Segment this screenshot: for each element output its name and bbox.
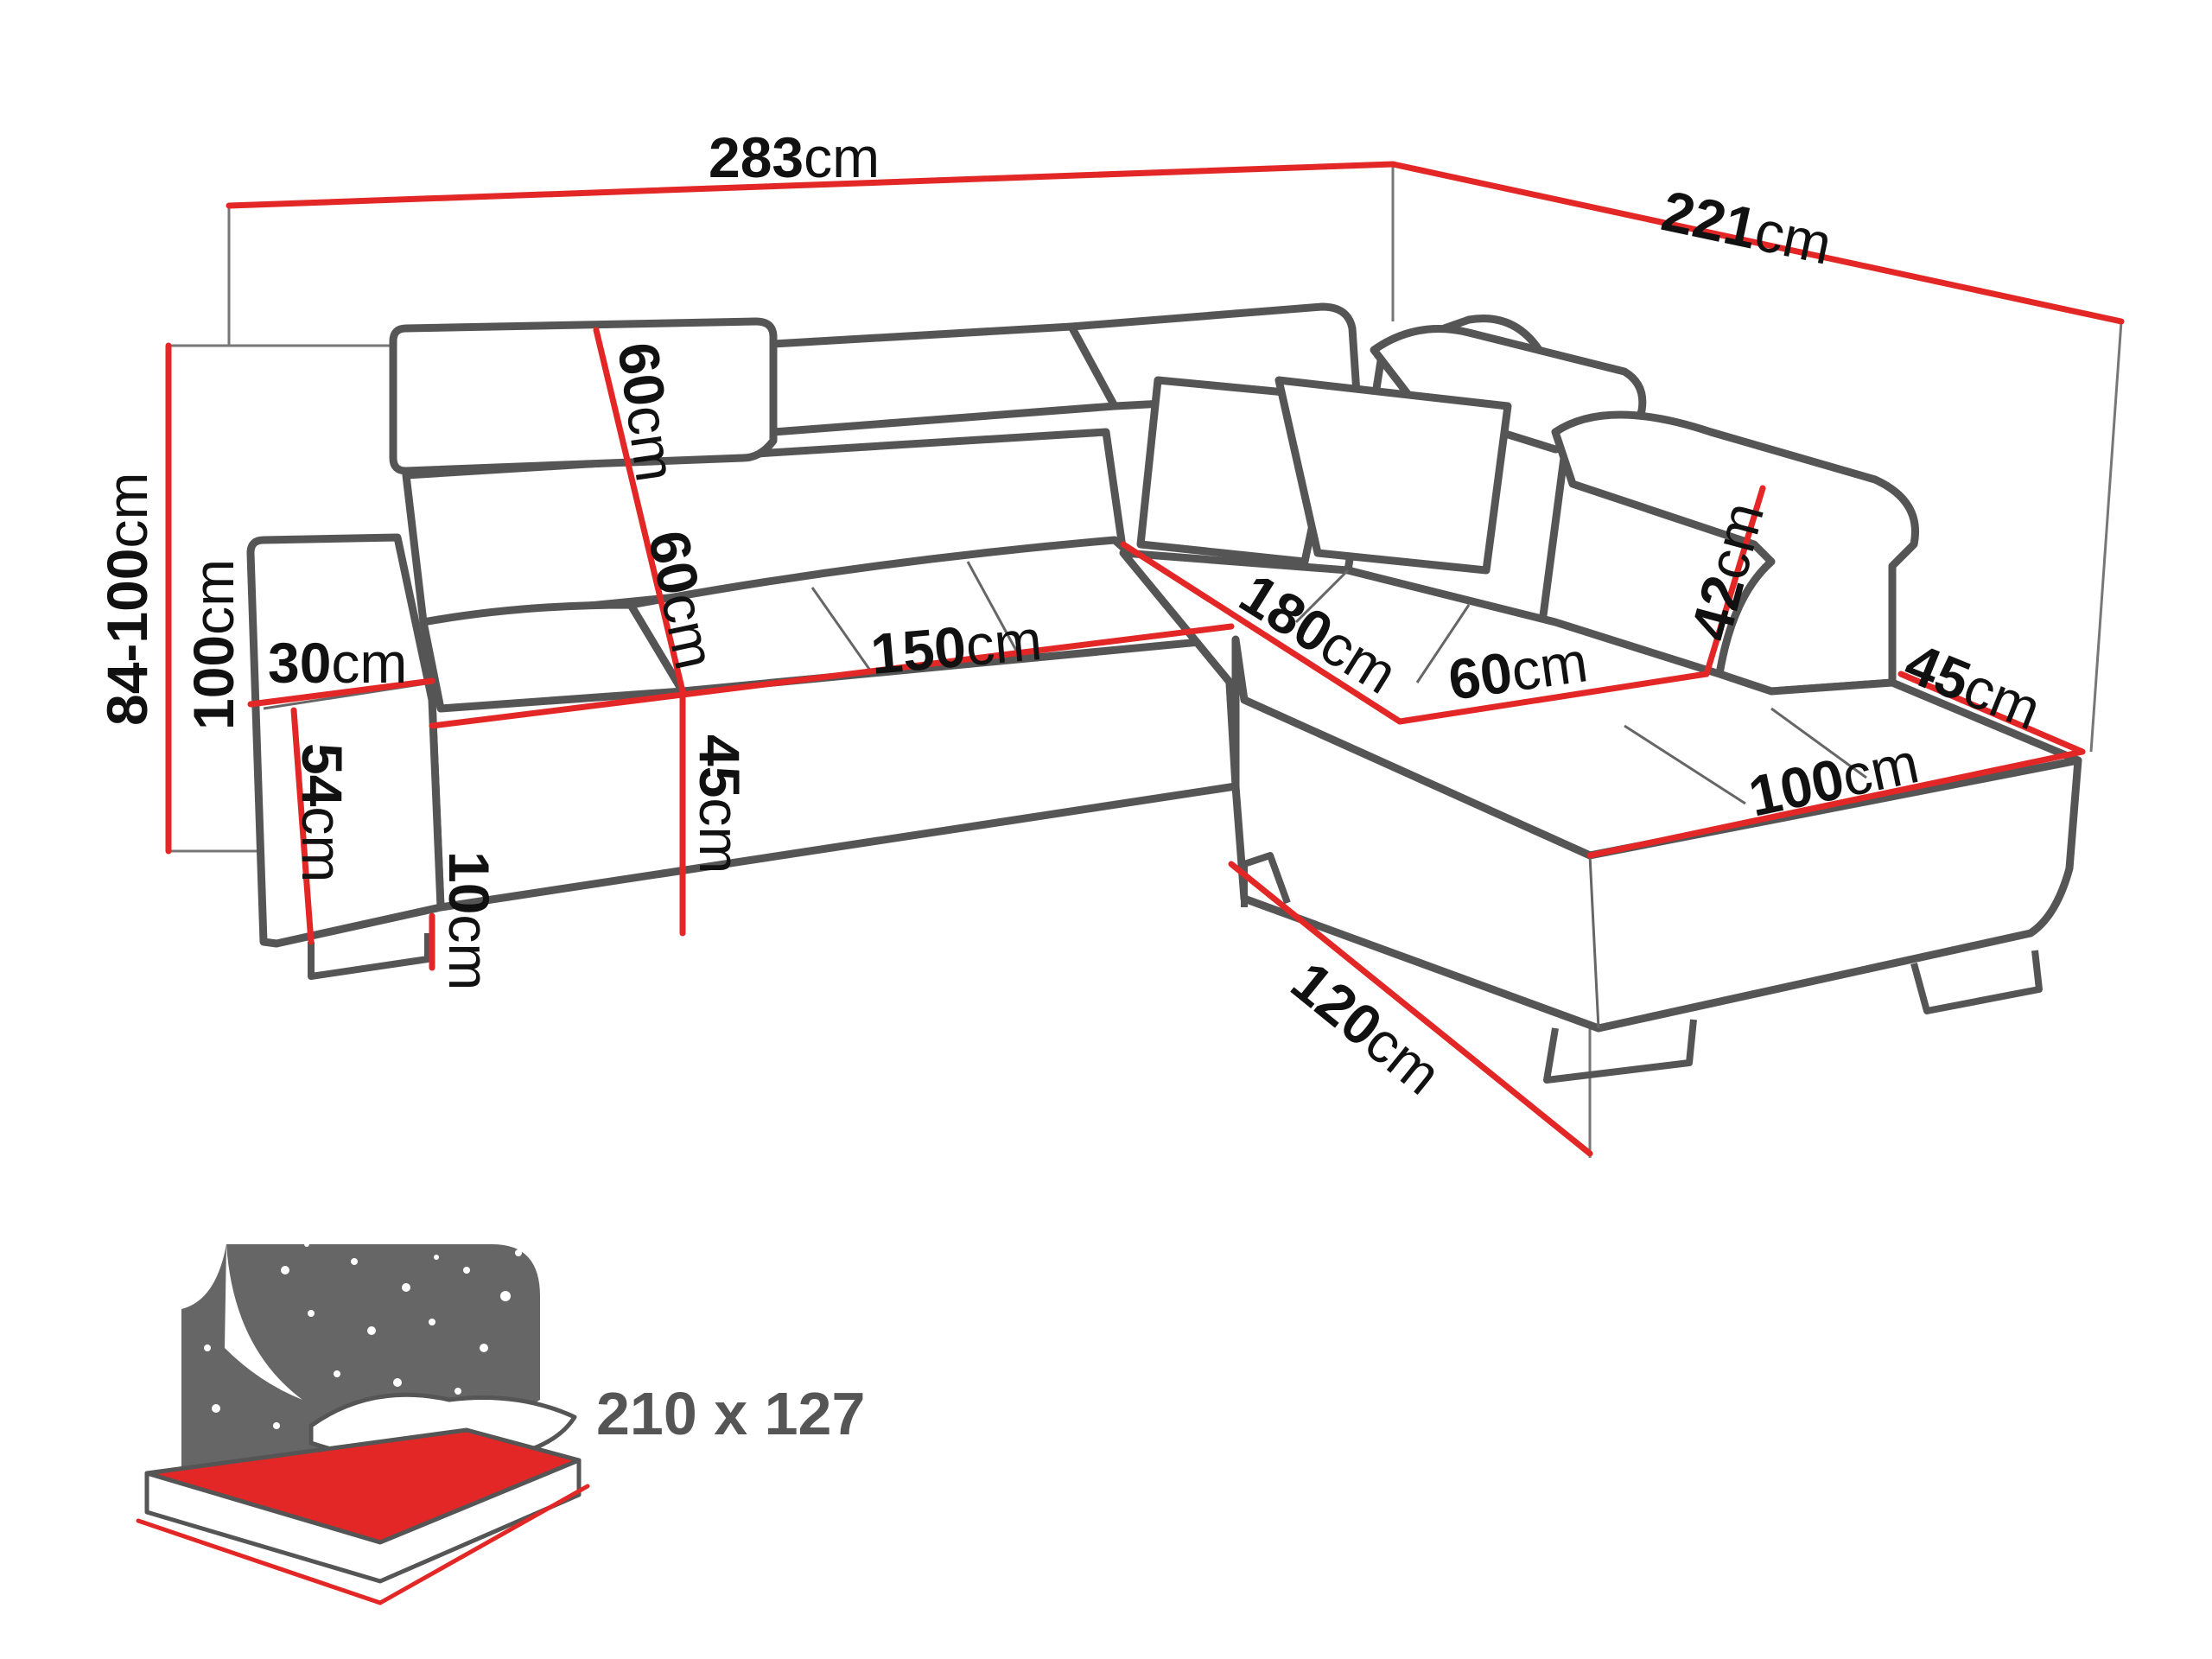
middle-headrest: [769, 322, 1119, 436]
left-armrest: [246, 533, 445, 948]
label-seat-width: 150cm: [868, 607, 1045, 686]
label-seat-height: 45cm: [688, 734, 752, 874]
label-height-max: 100cm: [181, 559, 245, 730]
label-armrest-width: 30cm: [268, 631, 407, 695]
dimension-labels: 283cm 221cm 84-100cm 100cm 30cm 54cm 10c…: [95, 125, 2050, 1107]
sleeping-function-icon: 210 x 127: [136, 1242, 865, 1605]
bed-size-label: 210 x 127: [596, 1380, 865, 1447]
label-chaise-back-depth: 60cm: [1445, 629, 1592, 712]
stars: [204, 1242, 522, 1429]
bed-base: [144, 1458, 582, 1584]
chaise-armrest: [1551, 410, 1919, 696]
label-armrest-height: 54cm: [290, 743, 354, 882]
label-height-range: 84-100cm: [95, 473, 159, 727]
middle-seat-cushion: [626, 536, 1231, 696]
chaise-base: [1231, 635, 2082, 1033]
label-backrest-depth: 60cm: [636, 525, 728, 675]
label-chaise-width: 100cm: [1744, 730, 1924, 829]
label-leg-height: 10cm: [437, 851, 501, 990]
corner-sofa-drawing: [246, 302, 2082, 1084]
label-total-depth: 221cm: [1656, 178, 1837, 276]
label-total-width: 283cm: [709, 125, 880, 189]
pillow-right: [1274, 376, 1512, 575]
measurement-lines: [165, 161, 2125, 1157]
left-leg: [308, 933, 431, 980]
front-leg: [1241, 852, 1291, 907]
chaise-front-leg: [1543, 1019, 1697, 1084]
label-headrest-height: 60cm: [606, 339, 689, 486]
left-headrest: [389, 317, 778, 475]
chaise-right-leg: [1910, 950, 2043, 1014]
